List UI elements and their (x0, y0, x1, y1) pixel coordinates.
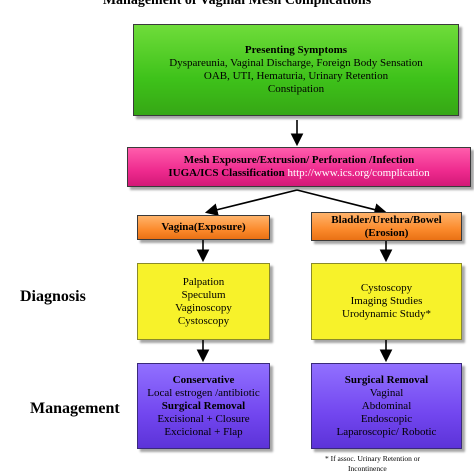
right-diagnosis-item-3: Urodynamic Study* (342, 308, 431, 320)
left-management-line-3: Excicional + Flap (164, 425, 243, 438)
classification-link[interactable]: http://www.ics.org/complication (287, 167, 430, 179)
right-diagnosis-item-1: Cystoscopy (360, 282, 413, 294)
left-diagnosis-item-3: Vaginoscopy (175, 301, 232, 314)
vagina-exposure-label: Vagina(Exposure) (161, 221, 246, 233)
right-diagnosis-item-2: Imaging Studies (350, 295, 423, 307)
left-diagnosis-item-1: Palpation (182, 275, 225, 288)
right-management-box: Surgical Removal Vaginal Abdominal Endos… (311, 363, 462, 449)
right-management-heading: Surgical Removal (344, 373, 429, 386)
left-management-heading-conservative: Conservative (172, 373, 235, 386)
right-diagnosis-box: Cystoscopy Imaging Studies Urodynamic St… (311, 263, 462, 340)
arrow-classification-to-vagina (204, 189, 298, 216)
row-label-management: Management (30, 400, 120, 417)
right-management-line-2: Abdominal (361, 399, 412, 412)
presenting-symptoms-line-1: Dyspareunia, Vaginal Discharge, Foreign … (169, 57, 423, 69)
left-management-box: Conservative Local estrogen /antibiotic … (137, 363, 270, 449)
classification-line-1: Mesh Exposure/Extrusion/ Perforation /In… (183, 154, 415, 166)
left-diagnosis-item-4: Cystoscopy (177, 314, 230, 327)
diagram-title: Management of Vaginal Mesh Complications (102, 0, 372, 8)
row-label-diagnosis: Diagnosis (20, 288, 86, 305)
classification-heading: IUGA/ICS Classification (168, 167, 285, 179)
left-management-line-1: Local estrogen /antibiotic (147, 386, 260, 399)
left-diagnosis-item-2: Speculum (181, 288, 226, 301)
vagina-exposure-box: Vagina(Exposure) (137, 215, 270, 240)
footnote-line-2: Incontinence (348, 464, 387, 473)
footnote-line-1: * If assoc. Urinary Retention or (325, 454, 420, 463)
bladder-erosion-label-1: Bladder/Urethra/Bowel (331, 213, 442, 226)
right-management-line-3: Endoscopic (360, 412, 413, 425)
left-management-heading-surgical: Surgical Removal (161, 399, 246, 412)
presenting-symptoms-box: Presenting Symptoms Dyspareunia, Vaginal… (133, 24, 459, 116)
classification-line-2: IUGA/ICS Classification http://www.ics.o… (168, 167, 429, 180)
right-management-line-4: Laparoscopic/ Robotic (336, 425, 437, 438)
presenting-symptoms-heading: Presenting Symptoms (244, 44, 348, 56)
presenting-symptoms-line-2: OAB, UTI, Hematuria, Urinary Retention (203, 70, 389, 82)
arrow-classification-to-bladder (296, 189, 388, 216)
presenting-symptoms-line-3: Constipation (267, 83, 325, 95)
right-management-line-1: Vaginal (369, 386, 404, 399)
bladder-erosion-label-2: (Erosion) (364, 226, 409, 239)
left-management-line-2: Excisional + Closure (157, 412, 250, 425)
left-diagnosis-box: Palpation Speculum Vaginoscopy Cystoscop… (137, 263, 270, 340)
classification-box: Mesh Exposure/Extrusion/ Perforation /In… (127, 147, 471, 187)
bladder-erosion-box: Bladder/Urethra/Bowel (Erosion) (311, 212, 462, 241)
